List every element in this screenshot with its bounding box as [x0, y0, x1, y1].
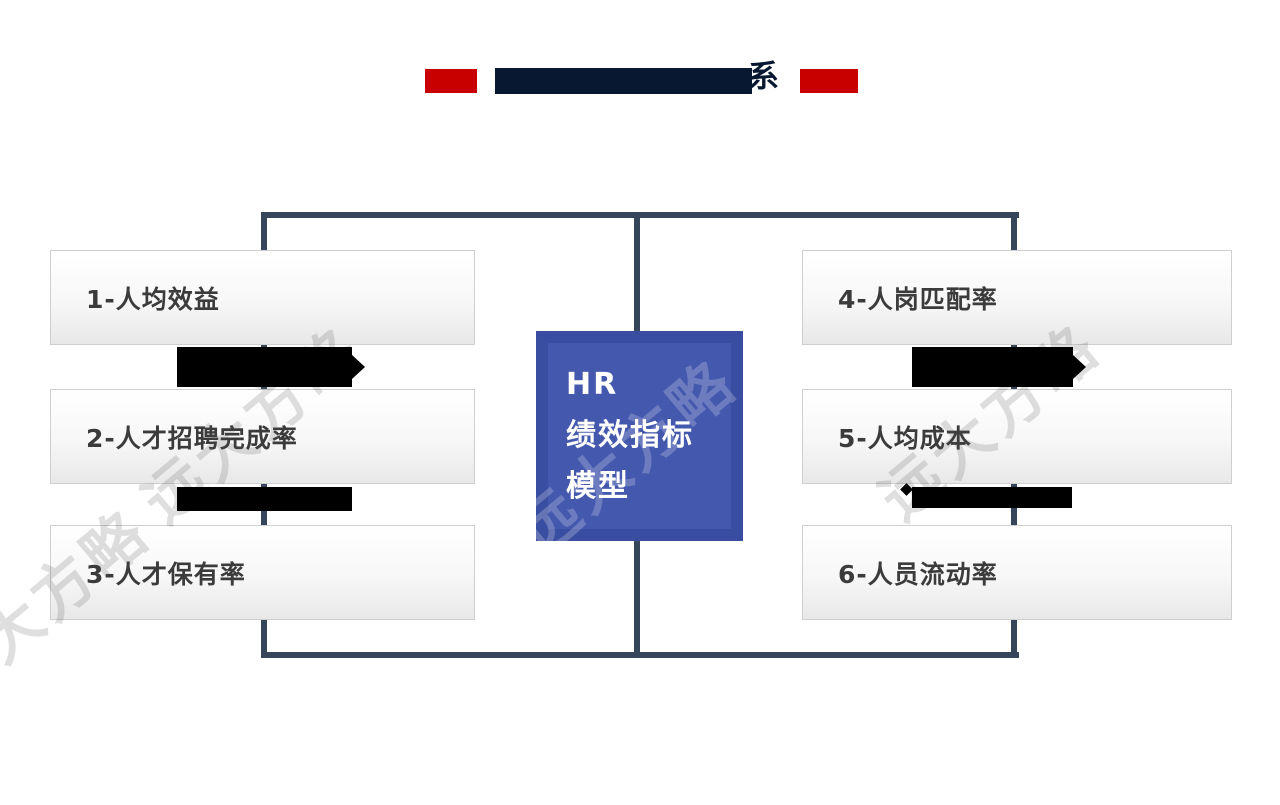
kpi-box-3: 3-人才保有率	[50, 525, 475, 620]
kpi-label-1: 1-人均效益	[86, 284, 220, 314]
title-accent-right	[800, 69, 858, 93]
kpi-box-4: 4-人岗匹配率	[802, 250, 1232, 345]
redaction-bar-right-top	[912, 347, 1073, 387]
hr-model-box: HR 绩效指标 模型	[536, 331, 743, 541]
hr-model-title: HR 绩效指标 模型	[566, 359, 694, 512]
kpi-label-6: 6-人员流动率	[838, 559, 998, 589]
kpi-label-5: 5-人均成本	[838, 423, 972, 453]
kpi-box-2: 2-人才招聘完成率	[50, 389, 475, 484]
hr-model-box-inner	[548, 343, 731, 529]
kpi-label-4: 4-人岗匹配率	[838, 284, 998, 314]
title-visible-char: 系	[748, 59, 779, 95]
redaction-bar-left-bottom	[177, 487, 352, 511]
bracket-top-line	[261, 212, 1019, 218]
kpi-box-5: 5-人均成本	[802, 389, 1232, 484]
redaction-bar-right-bottom	[912, 487, 1072, 508]
title-accent-left	[425, 69, 477, 93]
kpi-box-6: 6-人员流动率	[802, 525, 1232, 620]
bracket-bottom-line	[261, 652, 1019, 658]
arrow-right-icon	[1073, 355, 1086, 379]
hr-model-title-line3: 模型	[566, 469, 630, 504]
arrow-right-icon	[352, 355, 365, 379]
hr-model-title-line2: 绩效指标	[566, 418, 694, 453]
redaction-bar-left-top	[177, 347, 352, 387]
kpi-label-3: 3-人才保有率	[86, 559, 246, 589]
arrow-tip-icon	[900, 483, 913, 496]
kpi-box-1: 1-人均效益	[50, 250, 475, 345]
kpi-label-2: 2-人才招聘完成率	[86, 423, 298, 453]
title-redaction-block	[495, 68, 752, 94]
hr-model-title-line1: HR	[566, 367, 619, 402]
